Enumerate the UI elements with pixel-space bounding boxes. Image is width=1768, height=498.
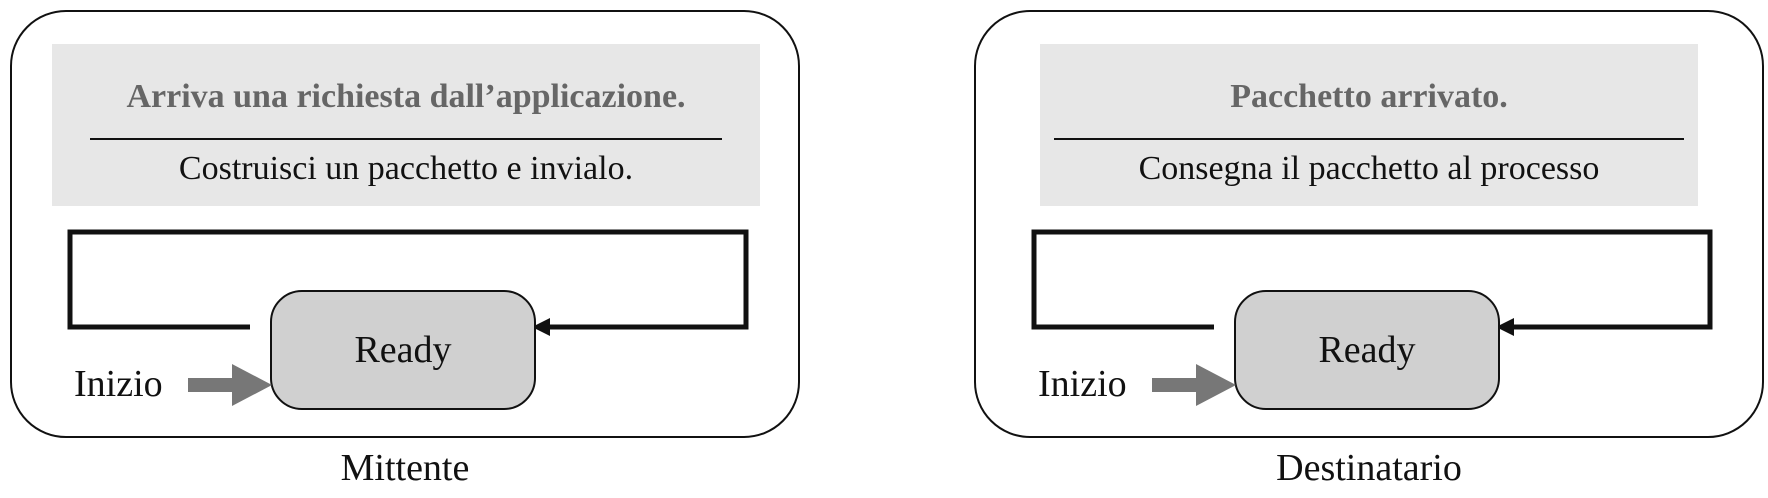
receiver-event-label: Pacchetto arrivato. — [1230, 78, 1508, 115]
sender-loop-line — [67, 229, 749, 330]
receiver-self-loop — [1031, 229, 1713, 336]
receiver-start-arrow-icon — [1152, 364, 1236, 406]
sender-event-label: Arriva una richiesta dall’applicazione. — [126, 78, 686, 115]
receiver-transition-divider — [1054, 138, 1684, 140]
receiver-loop-line — [1031, 229, 1713, 330]
sender-loop-arrowhead — [532, 318, 550, 336]
sender-self-loop — [67, 229, 749, 336]
sender-start-label: Inizio — [74, 363, 163, 405]
sender-caption: Mittente — [340, 447, 470, 489]
receiver-loop-arrowhead — [1496, 318, 1514, 336]
sender-transition-box: Arriva una richiesta dall’applicazione. … — [52, 44, 760, 206]
receiver-action-label: Consegna il pacchetto al processo — [1138, 150, 1600, 187]
receiver-transition-box: Pacchetto arrivato. Consegna il pacchett… — [1040, 44, 1698, 206]
sender-start-arrow-icon — [188, 364, 272, 406]
receiver-start-label: Inizio — [1038, 363, 1127, 405]
sender-transition-divider — [90, 138, 722, 140]
sender-panel: Arriva una richiesta dall’applicazione. … — [10, 10, 800, 438]
sender-ready-state: Ready — [270, 290, 536, 410]
receiver-ready-state: Ready — [1234, 290, 1500, 410]
sender-action-label: Costruisci un pacchetto e invialo. — [178, 150, 634, 187]
receiver-caption: Destinatario — [1276, 447, 1462, 489]
receiver-panel: Pacchetto arrivato. Consegna il pacchett… — [974, 10, 1764, 438]
